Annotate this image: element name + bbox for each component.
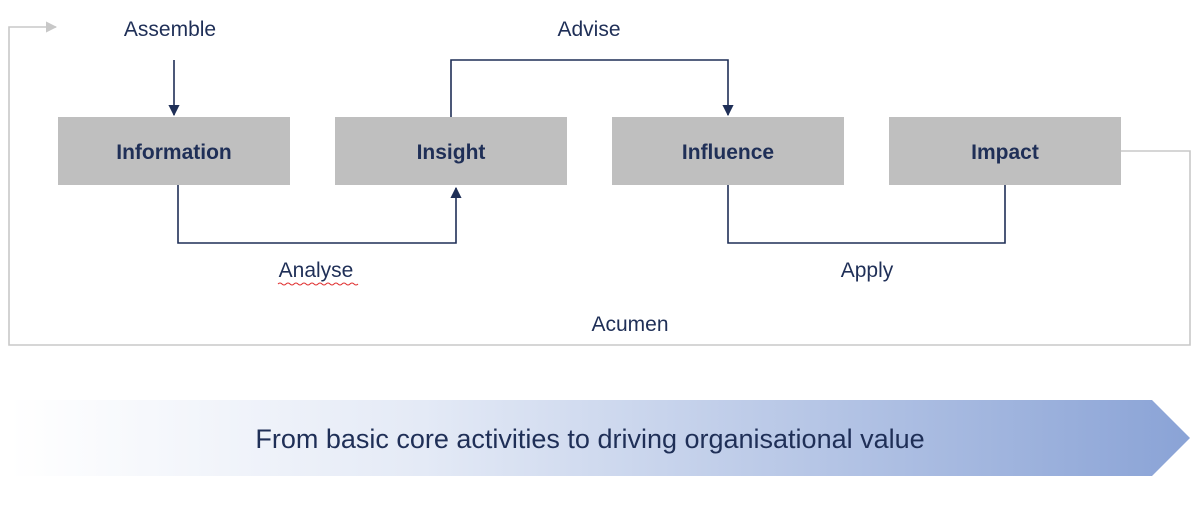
insight-label: Insight xyxy=(417,141,486,164)
acumen-loop-line xyxy=(8,21,1191,346)
apply-connector xyxy=(727,185,1006,244)
impact-label: Impact xyxy=(971,141,1039,164)
stage-information: Information xyxy=(58,117,290,185)
insight-box xyxy=(335,117,567,185)
banner-text: From basic core activities to driving or… xyxy=(255,424,924,454)
advise-label: Advise xyxy=(557,18,620,41)
advise-connector xyxy=(450,59,734,117)
information-label: Information xyxy=(116,141,232,164)
influence-label: Influence xyxy=(682,141,774,164)
assemble-label: Assemble xyxy=(124,18,216,41)
information-box xyxy=(58,117,290,185)
spellcheck-underline xyxy=(277,282,359,286)
banner-arrow-shape xyxy=(10,400,1190,476)
influence-box xyxy=(612,117,844,185)
analyse-connector xyxy=(177,185,462,244)
analyse-label: Analyse xyxy=(279,259,354,282)
value-banner: From basic core activities to driving or… xyxy=(10,400,1190,476)
stage-impact: Impact xyxy=(889,117,1121,185)
stage-influence: Influence xyxy=(612,117,844,185)
apply-label: Apply xyxy=(841,259,894,282)
stage-insight: Insight xyxy=(335,117,567,185)
acumen-label: Acumen xyxy=(591,313,668,336)
impact-box xyxy=(889,117,1121,185)
